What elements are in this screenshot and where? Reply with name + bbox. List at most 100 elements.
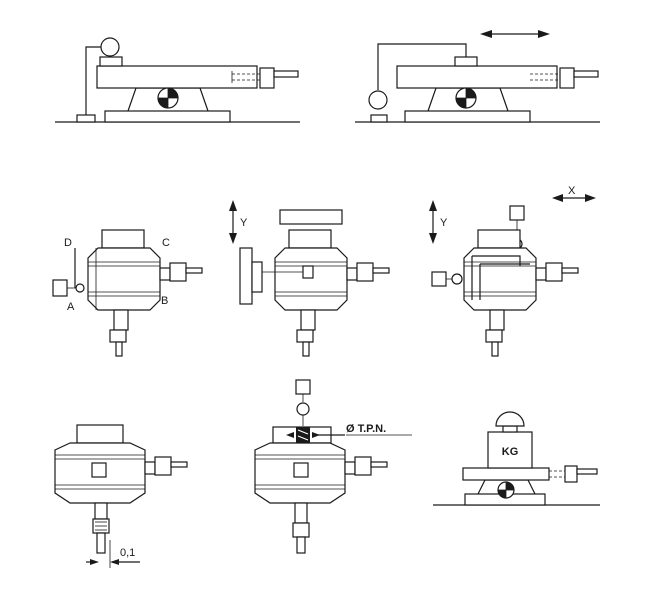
wheel-quadrant	[158, 98, 168, 108]
dial-indicator-icon	[295, 379, 311, 395]
crank-hub	[535, 267, 547, 281]
crank-hub	[144, 461, 156, 475]
crank-handle	[573, 70, 599, 78]
crank-handle	[185, 267, 203, 274]
panel-side-view-weight: KG	[433, 411, 600, 506]
crank-handle	[96, 532, 106, 554]
crank-hub	[344, 461, 356, 475]
spindle-stem	[94, 502, 108, 520]
head-block	[101, 229, 145, 249]
head-block	[477, 229, 521, 249]
machine-base	[404, 110, 531, 123]
probe-tip-icon	[75, 283, 85, 293]
crank-hub	[346, 267, 358, 281]
weight-label: KG	[502, 446, 519, 458]
square-arm	[251, 261, 263, 293]
crank-handle	[372, 267, 390, 274]
crank-handle	[115, 341, 123, 357]
arrow-head-up	[429, 200, 437, 211]
gauge-block	[279, 209, 343, 225]
crank-hub	[564, 465, 578, 483]
crank-handle	[302, 341, 310, 357]
corner-label-c: C	[162, 237, 170, 249]
magnetic-base	[370, 114, 388, 123]
spindle-stem	[294, 502, 308, 524]
machine-table	[396, 65, 558, 89]
panel-top-view-xy: Y X	[429, 185, 596, 357]
center-square	[302, 265, 314, 279]
arrow-head-right	[538, 30, 550, 38]
crank-handle	[491, 341, 499, 357]
center-square	[91, 462, 107, 478]
panel-top-view-y: Y	[229, 200, 390, 357]
crank-hub	[259, 67, 275, 89]
crank-hub	[559, 67, 575, 89]
corner-label-a: A	[67, 301, 75, 313]
indicator-arm	[377, 43, 467, 90]
arrow-head-down	[429, 233, 437, 244]
cross-slide-body	[463, 247, 537, 311]
dial-indicator-icon	[52, 279, 68, 297]
panel-side-view-right	[355, 30, 600, 123]
wheel-quadrant	[506, 482, 514, 490]
head-block	[288, 229, 332, 249]
crank-handle	[370, 461, 388, 468]
wheel-quadrant	[168, 88, 178, 98]
weight-block	[487, 431, 533, 469]
indicator-arm	[85, 46, 101, 115]
arrow-head-left	[110, 559, 119, 565]
crank-handle	[170, 461, 188, 468]
crank-handle	[561, 267, 579, 274]
crank-handle	[296, 536, 306, 554]
magnetic-base	[76, 114, 96, 123]
crank-hub	[169, 262, 187, 282]
indicator-seat	[454, 56, 478, 67]
crank-handle	[273, 70, 299, 78]
arrow-head-left	[552, 194, 563, 202]
tpn-label: Ø T.P.N.	[346, 423, 386, 435]
crank-hub	[154, 456, 172, 476]
axis-label-y: Y	[440, 217, 448, 229]
wheel-quadrant	[456, 98, 466, 108]
drill-bit-stripe	[297, 429, 309, 435]
crank-hub	[485, 329, 503, 343]
arrow-head-right	[286, 432, 294, 438]
indicator-seat	[99, 56, 123, 67]
arrow-head-left	[480, 30, 492, 38]
machine-base	[104, 110, 231, 123]
wheel-quadrant	[498, 490, 506, 498]
cross-slide-body	[87, 247, 161, 311]
probe-tip-icon	[296, 402, 310, 416]
spindle-stem	[489, 309, 505, 331]
crank-hub	[159, 267, 171, 281]
weight-neck	[502, 425, 518, 433]
panel-top-view-tpn: Ø T.P.N.	[254, 379, 412, 554]
dial-indicator-icon	[100, 37, 120, 57]
wheel-quadrant	[466, 88, 476, 98]
arrow-head-down	[229, 233, 237, 244]
corner-label-d: D	[64, 237, 72, 249]
head-block	[76, 424, 124, 444]
arrow-head-right	[585, 194, 596, 202]
crank-hub	[296, 329, 314, 343]
spindle-stem	[113, 309, 129, 331]
dial-indicator-icon	[431, 271, 447, 287]
crank-hub	[109, 329, 127, 343]
panel-top-view-abcd: D C A B	[52, 229, 203, 357]
center-square	[293, 462, 309, 478]
tolerance-label: 0,1	[120, 547, 135, 559]
arrow-head-up	[229, 200, 237, 211]
crank-handle	[576, 468, 598, 475]
machine-table	[462, 467, 550, 481]
corner-label-b: B	[161, 295, 168, 307]
arrow-head-right	[90, 559, 99, 565]
axis-label-x: X	[568, 185, 576, 197]
crank-hub	[354, 456, 372, 476]
square-icon	[239, 247, 253, 305]
panel-side-view-left	[55, 37, 300, 123]
dial-indicator-icon	[509, 205, 525, 221]
axis-label-y: Y	[240, 217, 248, 229]
probe-tip-icon	[451, 273, 463, 285]
